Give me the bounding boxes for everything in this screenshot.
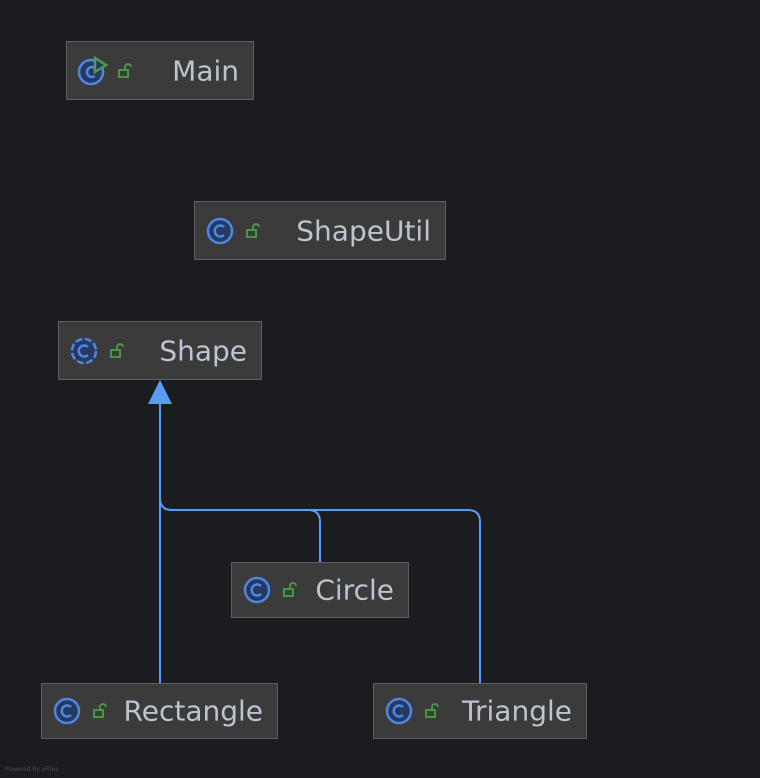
class-icon — [53, 697, 81, 725]
class-name: Triangle — [462, 694, 572, 728]
edge-circle-shape — [159, 497, 321, 562]
class-icon — [206, 217, 234, 244]
public-lock-icon — [110, 342, 124, 358]
class-icon — [243, 576, 271, 604]
public-lock-icon — [93, 703, 107, 718]
abstract-class-icon — [70, 337, 98, 364]
edge-triangle-shape — [172, 509, 481, 683]
class-node-rectangle[interactable]: Rectangle — [41, 683, 278, 739]
class-icon — [385, 697, 413, 725]
inheritance-arrowhead — [148, 380, 172, 404]
public-lock-icon — [283, 582, 297, 597]
class-run-icon — [77, 55, 109, 85]
class-node-circle[interactable]: Circle — [231, 562, 409, 618]
class-node-main[interactable]: Main — [66, 41, 254, 100]
public-lock-icon — [425, 703, 439, 718]
public-lock-icon — [246, 222, 260, 238]
public-lock-icon — [118, 62, 132, 78]
class-name: Rectangle — [123, 694, 263, 728]
class-node-shape[interactable]: Shape — [58, 321, 262, 380]
class-name: Shape — [159, 334, 247, 367]
powered-by-footer: Powered by yFiles — [5, 766, 59, 773]
class-name: Main — [172, 54, 239, 87]
class-node-shapeutil[interactable]: ShapeUtil — [194, 201, 446, 260]
class-name: Circle — [315, 573, 394, 607]
class-node-triangle[interactable]: Triangle — [373, 683, 587, 739]
class-name: ShapeUtil — [296, 214, 431, 247]
